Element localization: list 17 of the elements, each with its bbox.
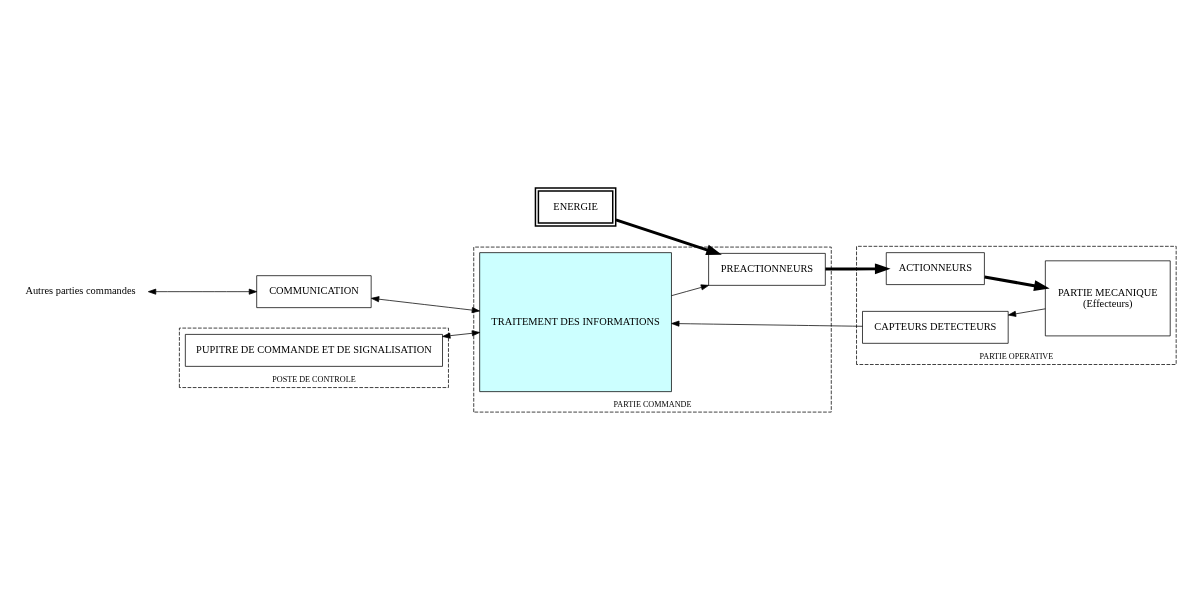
- arrow: [825, 262, 891, 274]
- arrow: [1007, 307, 1046, 317]
- arrow: [671, 320, 863, 327]
- arrow: [148, 288, 257, 295]
- node-box: CAPTEURS DETECTEURS: [862, 310, 1009, 344]
- node-box: TRAITEMENT DES INFORMATIONS: [479, 251, 672, 392]
- node-text: Autres parties commandes: [25, 284, 136, 296]
- node-box: PARTIE MECANIQUE (Effecteurs): [1044, 259, 1171, 336]
- arrow: [984, 275, 1050, 291]
- node-box: COMMUNICATION: [256, 274, 372, 308]
- node-box: PUPITRE DE COMMANDE ET DE SIGNALISATION: [184, 333, 443, 367]
- arrow: [371, 295, 480, 313]
- node-box: PREACTIONNEURS: [708, 252, 826, 286]
- arrow: [442, 329, 480, 339]
- node-box: ACTIONNEURS: [885, 251, 985, 285]
- arrow: [671, 284, 710, 296]
- arrow: [615, 218, 722, 255]
